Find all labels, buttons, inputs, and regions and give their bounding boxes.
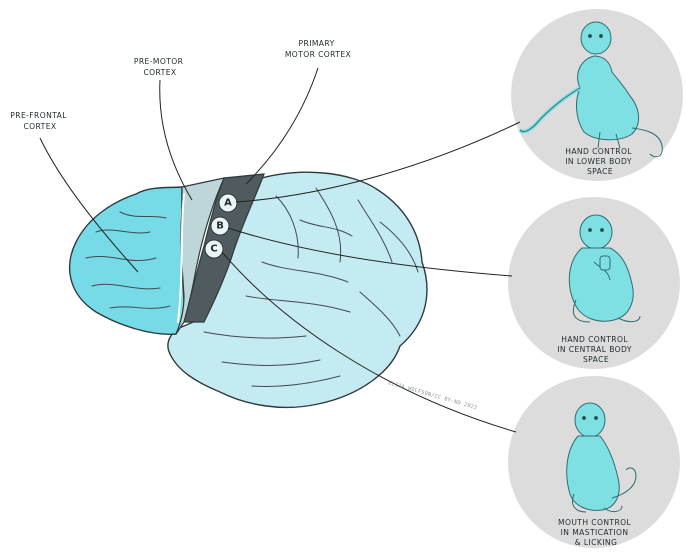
zone-b-letter: B	[216, 221, 224, 232]
zone-c-letter: C	[210, 244, 217, 255]
panel-1-caption-line2: IN LOWER BODY	[565, 157, 632, 166]
primary-motor-label: PRIMARY MOTOR CORTEX	[285, 39, 351, 59]
panel-1-caption-line1: HAND CONTROL	[565, 147, 632, 156]
premotor-leader-line	[160, 80, 192, 200]
panel-2-caption-line3: SPACE	[583, 355, 609, 364]
primary-motor-label-line1: PRIMARY	[299, 39, 335, 48]
panel-1-caption-line3: SPACE	[587, 167, 613, 176]
panel-3-caption-line2: IN MASTICATION	[561, 528, 629, 537]
primary-motor-leader-line	[246, 68, 318, 184]
premotor-label-line2: CORTEX	[143, 68, 176, 77]
zone-a-letter: A	[224, 198, 232, 209]
panel-2-caption-line1: HAND CONTROL	[561, 335, 628, 344]
prefrontal-cortex	[70, 187, 184, 334]
prefrontal-label-line2: CORTEX	[23, 122, 56, 131]
panel-2-caption-line2: IN CENTRAL BODY	[557, 345, 632, 354]
panel-3-caption-line3: & LICKING	[575, 538, 618, 547]
artist-credit: ELIZA WOLFSON/CC BY-ND 2022	[387, 380, 478, 411]
premotor-label-line1: PRE-MOTOR	[134, 57, 184, 66]
prefrontal-label-line1: PRE-FRONTAL	[10, 111, 67, 120]
prefrontal-label: PRE-FRONTAL CORTEX	[10, 111, 69, 131]
primary-motor-label-line2: MOTOR CORTEX	[285, 50, 351, 59]
premotor-label: PRE-MOTOR CORTEX	[134, 57, 186, 77]
panel-3-caption-line1: MOUTH CONTROL	[558, 518, 632, 527]
